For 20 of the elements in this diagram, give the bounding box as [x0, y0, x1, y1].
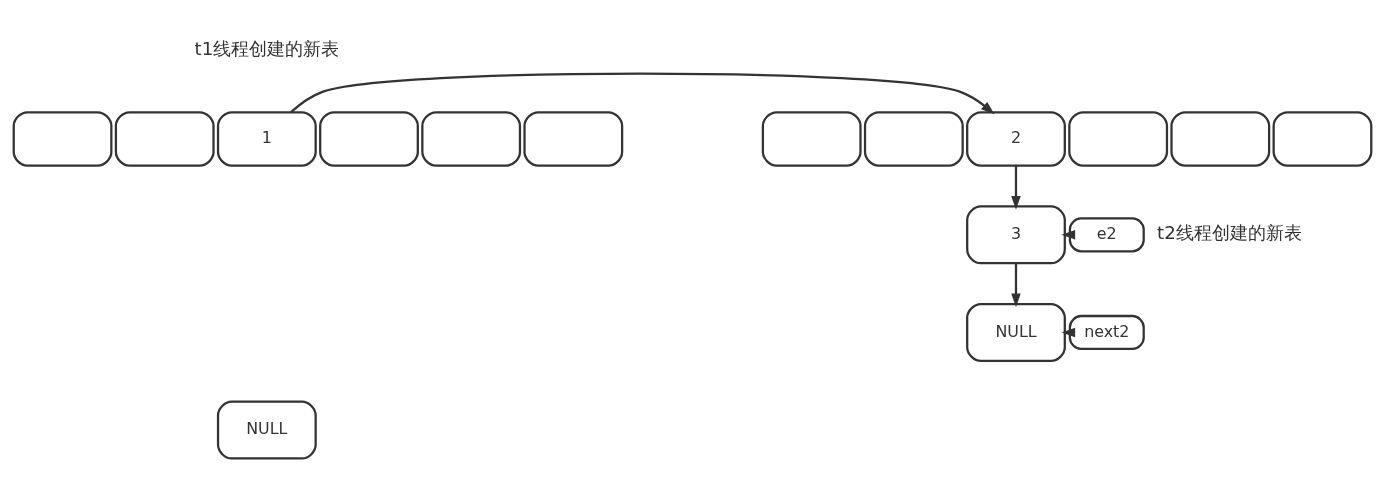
node-box: NULL	[966, 302, 1066, 362]
node-box	[761, 111, 862, 167]
node-box	[421, 111, 522, 167]
node-box	[523, 111, 624, 167]
label: t1线程创建的新表	[194, 38, 340, 60]
arrow	[1011, 263, 1021, 308]
node-box: 1	[216, 111, 317, 167]
arrow	[290, 72, 995, 115]
node-box	[1272, 111, 1373, 167]
node-box: 3	[966, 205, 1066, 265]
arrow	[1011, 165, 1021, 210]
node-box	[1170, 111, 1271, 167]
node-box: 2	[966, 111, 1066, 167]
node-box	[1068, 111, 1169, 167]
node-box	[319, 111, 419, 167]
node-box: NULL	[216, 400, 317, 460]
node-box	[114, 111, 215, 167]
node-box	[12, 111, 113, 167]
arrow	[1061, 327, 1076, 338]
node-box	[863, 111, 964, 167]
